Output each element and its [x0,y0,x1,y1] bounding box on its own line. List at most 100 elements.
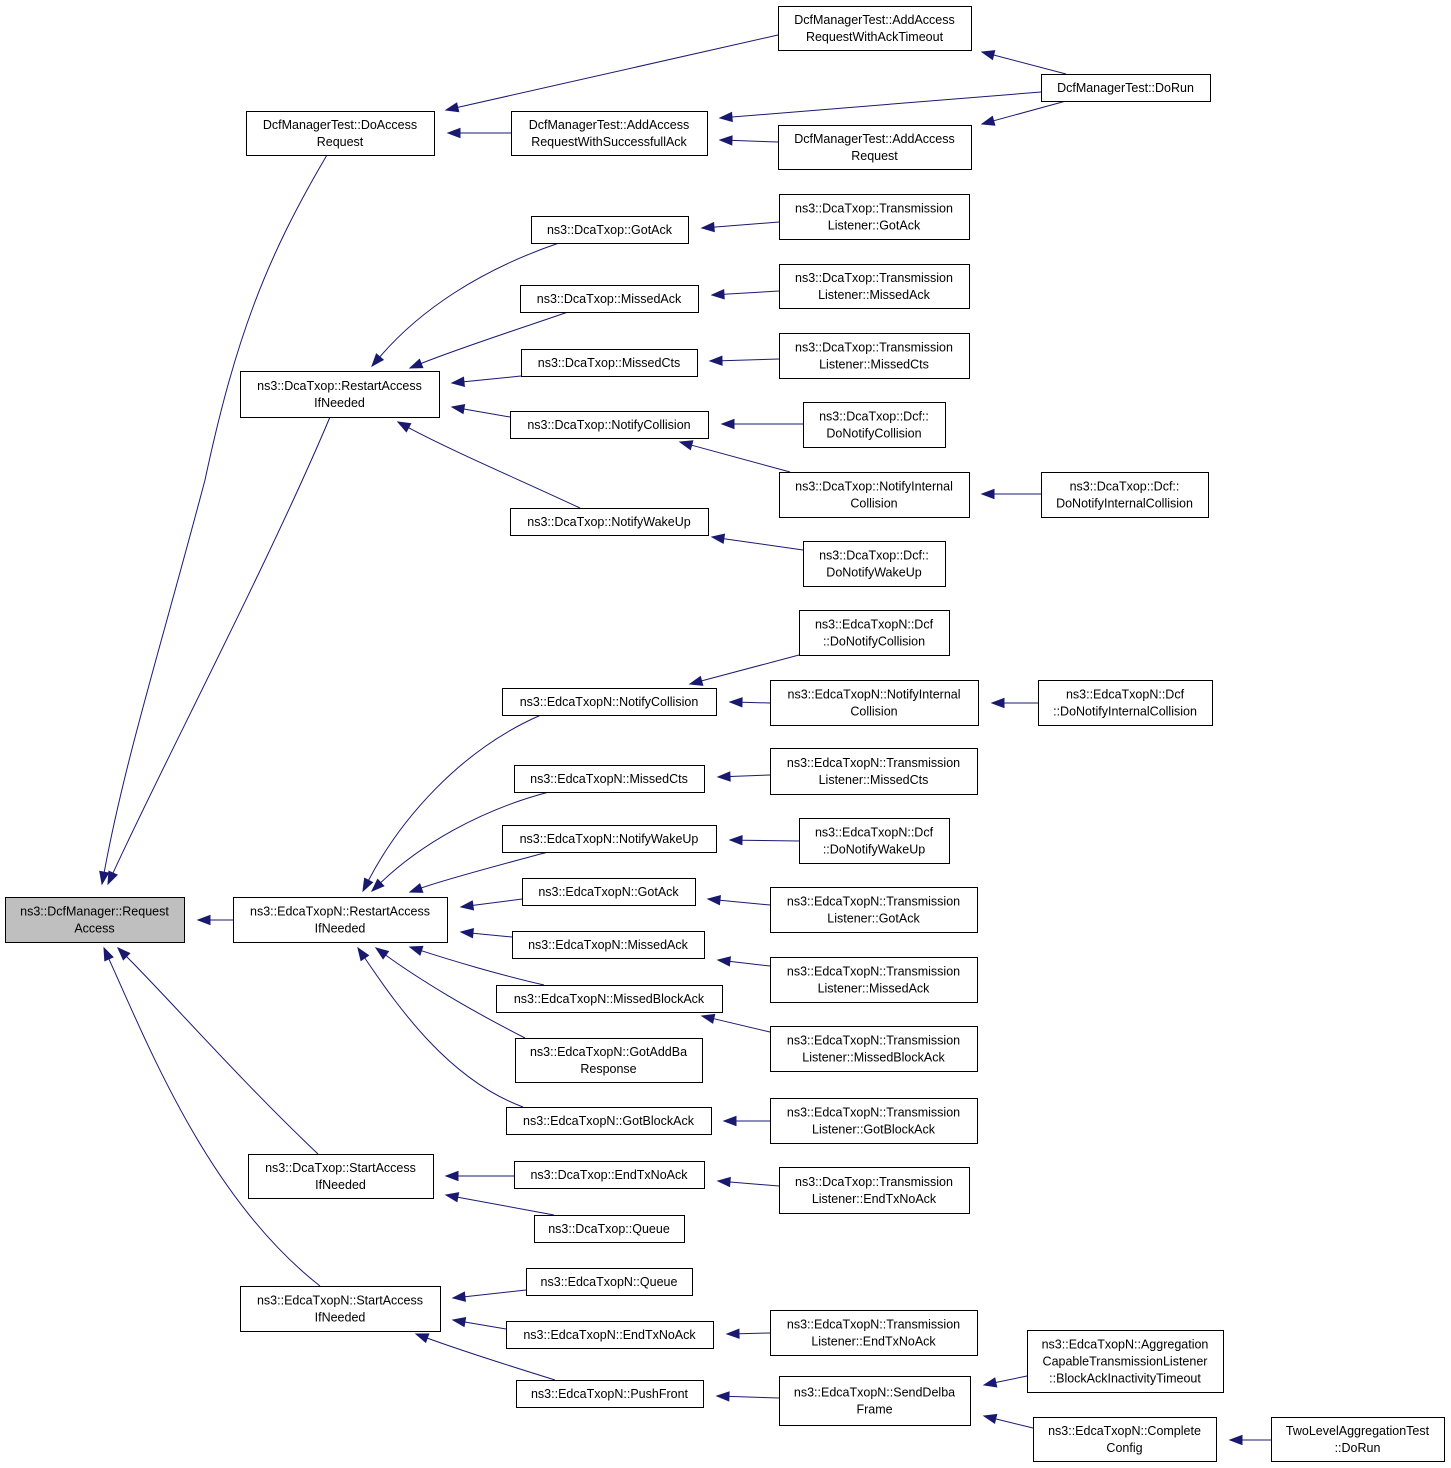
node-box[interactable] [233,897,448,943]
node-n47[interactable]: ns3::EdcaTxopN::AggregationCapableTransm… [1027,1330,1224,1393]
node-n19[interactable]: ns3::DcaTxop::NotifyInternalCollision [779,472,970,518]
node-box[interactable] [779,333,970,379]
node-box[interactable] [770,887,978,933]
node-box[interactable] [779,1376,971,1426]
node-box[interactable] [779,472,970,518]
node-box[interactable] [510,508,709,536]
node-box[interactable] [1038,680,1213,726]
node-box[interactable] [510,411,709,439]
node-box[interactable] [506,1107,712,1135]
node-box[interactable] [1027,1330,1224,1393]
node-n35[interactable]: ns3::EdcaTxopN::TransmissionListener::Go… [770,887,978,933]
node-box[interactable] [770,957,978,1003]
node-n49[interactable]: TwoLevelAggregationTest::DoRun [1271,1417,1445,1462]
node-box[interactable] [803,402,946,448]
node-box[interactable] [526,1268,693,1296]
node-n37[interactable]: ns3::EdcaTxopN::TransmissionListener::Mi… [770,1026,978,1072]
node-box[interactable] [770,748,978,795]
node-box[interactable] [502,688,717,716]
node-n18[interactable]: ns3::DcaTxop::Dcf::DoNotifyCollision [803,402,946,448]
node-n43[interactable]: ns3::EdcaTxopN::EndTxNoAck [506,1321,714,1349]
node-n13[interactable]: ns3::DcaTxop::NotifyCollision [510,411,709,439]
node-n7[interactable]: DcfManagerTest::AddAccessRequestWithAckT… [778,6,972,51]
node-box[interactable] [514,1161,705,1189]
node-n12[interactable]: ns3::DcaTxop::MissedCts [521,349,698,377]
node-box[interactable] [534,1215,685,1243]
node-box[interactable] [520,285,699,313]
node-n31[interactable]: ns3::EdcaTxopN::NotifyInternalCollision [770,680,979,726]
node-n44[interactable]: ns3::EdcaTxopN::PushFront [516,1380,704,1408]
node-n25[interactable]: ns3::EdcaTxopN::GotAck [522,878,696,906]
node-n41[interactable]: ns3::DcaTxop::TransmissionListener::EndT… [779,1167,970,1214]
node-n21[interactable]: ns3::DcaTxop::Dcf::DoNotifyWakeUp [803,541,946,587]
node-n26[interactable]: ns3::EdcaTxopN::MissedAck [512,931,705,959]
node-n45[interactable]: ns3::EdcaTxopN::TransmissionListener::En… [770,1310,978,1356]
node-box[interactable] [240,1286,441,1332]
node-box[interactable] [770,1026,978,1072]
node-n15[interactable]: ns3::DcaTxop::TransmissionListener::GotA… [779,194,970,240]
node-box[interactable] [770,680,979,726]
node-n10[interactable]: ns3::DcaTxop::GotAck [531,216,689,244]
node-box[interactable] [770,1098,978,1144]
node-n17[interactable]: ns3::DcaTxop::TransmissionListener::Miss… [779,333,970,379]
node-box[interactable] [779,194,970,240]
node-n38[interactable]: ns3::EdcaTxopN::TransmissionListener::Go… [770,1098,978,1144]
node-n33[interactable]: ns3::EdcaTxopN::TransmissionListener::Mi… [770,748,978,795]
node-n23[interactable]: ns3::EdcaTxopN::MissedCts [514,765,705,793]
node-box[interactable] [779,1167,970,1214]
node-n16[interactable]: ns3::DcaTxop::TransmissionListener::Miss… [779,264,970,309]
node-box[interactable] [1271,1417,1445,1462]
node-n6[interactable]: DcfManagerTest::AddAccessRequestWithSucc… [511,111,708,156]
node-box[interactable] [496,985,723,1013]
node-box[interactable] [246,111,435,156]
node-box[interactable] [799,818,950,864]
node-box[interactable] [248,1154,434,1199]
node-n8[interactable]: DcfManagerTest::DoRun [1041,74,1211,102]
node-box[interactable] [521,349,698,377]
node-box[interactable] [512,931,705,959]
node-n14[interactable]: ns3::DcaTxop::NotifyWakeUp [510,508,709,536]
node-n27[interactable]: ns3::EdcaTxopN::MissedBlockAck [496,985,723,1013]
node-n29[interactable]: ns3::EdcaTxopN::GotBlockAck [506,1107,712,1135]
node-box[interactable] [502,825,717,853]
node-n36[interactable]: ns3::EdcaTxopN::TransmissionListener::Mi… [770,957,978,1003]
node-box[interactable] [778,6,972,51]
node-n22[interactable]: ns3::EdcaTxopN::NotifyCollision [502,688,717,716]
node-n24[interactable]: ns3::EdcaTxopN::NotifyWakeUp [502,825,717,853]
node-box[interactable] [1033,1417,1217,1462]
node-n30[interactable]: ns3::EdcaTxopN::Dcf::DoNotifyCollision [799,610,950,656]
node-n34[interactable]: ns3::EdcaTxopN::Dcf::DoNotifyWakeUp [799,818,950,864]
node-box[interactable] [1041,472,1209,518]
node-box[interactable] [803,541,946,587]
node-box[interactable] [511,111,708,156]
node-box[interactable] [506,1321,714,1349]
node-n11[interactable]: ns3::DcaTxop::MissedAck [520,285,699,313]
node-box[interactable] [240,371,440,418]
node-n20[interactable]: ns3::DcaTxop::Dcf::DoNotifyInternalColli… [1041,472,1209,518]
node-box[interactable] [770,1310,978,1356]
node-box[interactable] [514,765,705,793]
node-box[interactable] [799,610,950,656]
node-n40[interactable]: ns3::DcaTxop::Queue [534,1215,685,1243]
node-n39[interactable]: ns3::DcaTxop::EndTxNoAck [514,1161,705,1189]
node-box[interactable] [531,216,689,244]
node-box[interactable] [779,264,970,309]
node-box[interactable] [1041,74,1211,102]
node-n32[interactable]: ns3::EdcaTxopN::Dcf::DoNotifyInternalCol… [1038,680,1213,726]
node-box[interactable] [778,125,972,170]
node-box[interactable] [516,1380,704,1408]
root-node-box[interactable] [5,897,185,943]
node-box[interactable] [522,878,696,906]
node-n42[interactable]: ns3::EdcaTxopN::Queue [526,1268,693,1296]
node-box[interactable] [515,1038,703,1083]
